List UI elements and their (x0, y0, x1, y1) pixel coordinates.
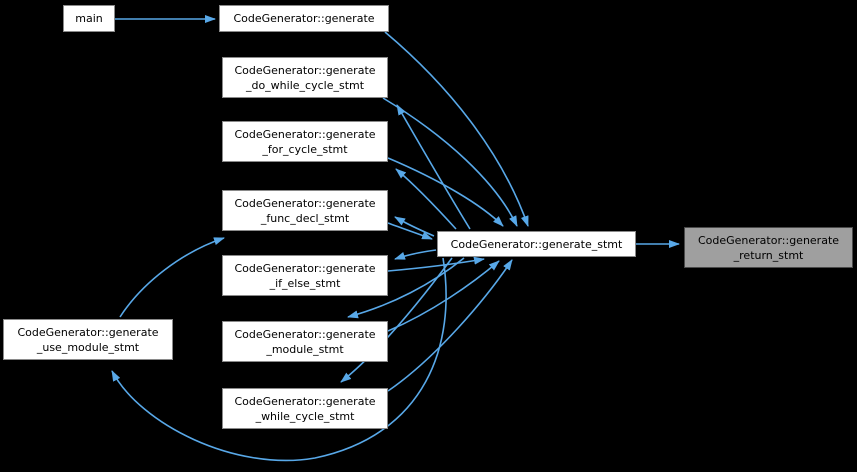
node-generate-label-line: CodeGenerator::generate (233, 12, 375, 25)
edge-generate_stmt-to-do_while_cycle (396, 104, 471, 230)
edge-do_while_cycle-to-generate_stmt (382, 97, 518, 227)
node-main-label-line: main (75, 12, 103, 25)
edge-for_cycle-to-generate_stmt (387, 157, 504, 227)
node-while_cycle-label-line: _while_cycle_stmt (255, 409, 355, 423)
node-use_module-label-line: _use_module_stmt (36, 340, 140, 354)
node-func_decl[interactable]: CodeGenerator::generate_func_decl_stmt (222, 190, 388, 231)
node-generate_stmt[interactable]: CodeGenerator::generate_stmt (437, 231, 636, 257)
node-do_while_cycle[interactable]: CodeGenerator::generate_do_while_cycle_s… (222, 57, 388, 98)
node-module[interactable]: CodeGenerator::generate_module_stmt (222, 321, 388, 362)
node-return_stmt-label-line: CodeGenerator::generate (697, 233, 840, 247)
node-do_while_cycle-label-line: _do_while_cycle_stmt (245, 78, 365, 92)
node-generate_stmt-label-line: CodeGenerator::generate_stmt (450, 237, 623, 251)
edge-generate_stmt-to-module (347, 257, 465, 319)
edge-generate_stmt-to-while_cycle (340, 257, 453, 383)
edge-use_module-to-func_decl (119, 237, 225, 318)
edge-generate_stmt-to-for_cycle (395, 168, 457, 230)
node-func_decl-label-line: CodeGenerator::generate (234, 196, 376, 210)
edge-while_cycle-to-generate_stmt (387, 259, 513, 392)
node-module-label-line: CodeGenerator::generate (234, 327, 376, 341)
edge-generate_stmt-to-use_module (111, 257, 447, 462)
node-if_else[interactable]: CodeGenerator::generate_if_else_stmt (222, 255, 388, 296)
node-for_cycle-label-line: CodeGenerator::generate (234, 127, 376, 141)
node-main[interactable]: main (63, 5, 115, 32)
node-while_cycle[interactable]: CodeGenerator::generate_while_cycle_stmt (222, 388, 388, 429)
node-while_cycle-label-line: CodeGenerator::generate (234, 394, 376, 408)
node-return_stmt: CodeGenerator::generate_return_stmt (684, 227, 853, 268)
edge-generate_stmt-to-if_else (394, 249, 437, 260)
node-func_decl-label-line: _func_decl_stmt (260, 211, 350, 225)
edge-generate-to-generate_stmt (384, 31, 529, 227)
edge-func_decl-to-generate_stmt (387, 222, 433, 240)
node-use_module-label-line: CodeGenerator::generate (17, 325, 159, 339)
edge-generate_stmt-to-func_decl (394, 216, 435, 237)
node-for_cycle[interactable]: CodeGenerator::generate_for_cycle_stmt (222, 121, 388, 162)
node-module-label-line: _module_stmt (266, 342, 344, 356)
node-if_else-label-line: CodeGenerator::generate (234, 261, 376, 275)
node-if_else-label-line: _if_else_stmt (269, 276, 341, 290)
node-return_stmt-label-line: _return_stmt (733, 248, 804, 262)
edge-if_else-to-generate_stmt (387, 256, 485, 272)
node-for_cycle-label-line: _for_cycle_stmt (262, 142, 348, 156)
node-generate[interactable]: CodeGenerator::generate (219, 5, 389, 32)
node-do_while_cycle-label-line: CodeGenerator::generate (234, 63, 376, 77)
node-use_module[interactable]: CodeGenerator::generate_use_module_stmt (3, 319, 173, 360)
edge-module-to-generate_stmt (387, 260, 500, 332)
